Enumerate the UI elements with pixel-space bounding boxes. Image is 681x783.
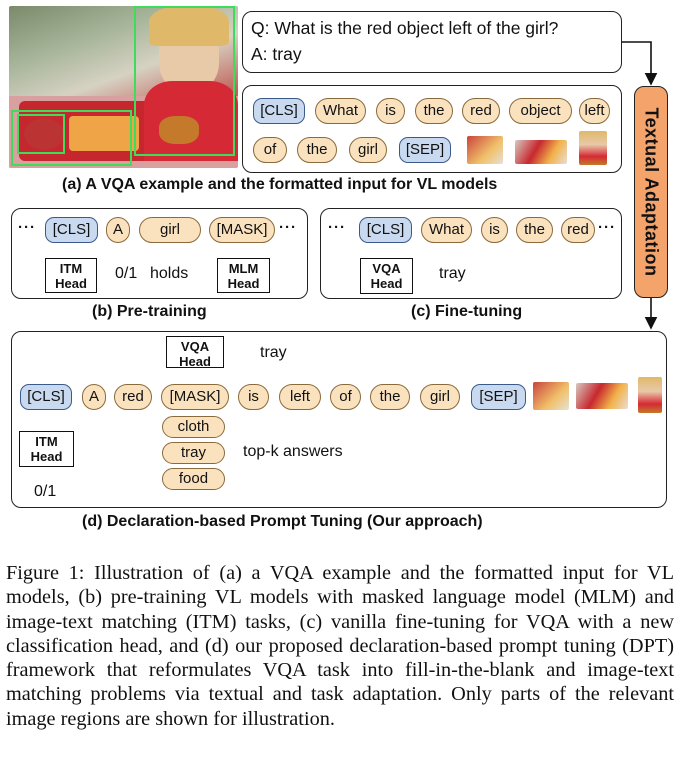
region-thumbnail: [533, 382, 569, 410]
itm-head: ITM Head: [45, 258, 97, 293]
itm-output: 0/1: [115, 265, 138, 282]
token: red: [462, 98, 500, 124]
dpt-box: [11, 331, 667, 508]
itm-output: 0/1: [34, 483, 57, 500]
token: A: [82, 384, 106, 410]
token: [SEP]: [399, 137, 451, 163]
ellipsis-right: ···: [279, 219, 297, 236]
ellipsis-left: ···: [328, 219, 346, 236]
region-thumbnail: [576, 383, 628, 409]
ellipsis-left: ···: [18, 219, 36, 236]
region-thumbnail: [515, 140, 567, 164]
token: girl: [139, 217, 201, 243]
vqa-example-image: [9, 6, 238, 168]
vqa-output: tray: [439, 265, 466, 282]
question-text: Q: What is the red object left of the gi…: [251, 18, 559, 38]
textual-adaptation-block: Textual Adaptation: [634, 86, 668, 298]
token: What: [421, 217, 472, 243]
token: the: [415, 98, 453, 124]
token: the: [370, 384, 410, 410]
caption-c: (c) Fine-tuning: [411, 303, 523, 320]
token: [CLS]: [45, 217, 98, 243]
candidate-token: tray: [162, 442, 225, 464]
vqa-output: tray: [260, 344, 287, 361]
token: is: [238, 384, 269, 410]
token: of: [330, 384, 361, 410]
token: left: [279, 384, 321, 410]
token: red: [561, 217, 595, 243]
token: girl: [420, 384, 460, 410]
token: red: [114, 384, 152, 410]
top-k-label: top-k answers: [243, 443, 343, 460]
vqa-head: VQA Head: [360, 258, 413, 294]
question-answer-box: Q: What is the red object left of the gi…: [242, 11, 622, 73]
caption-a: (a) A VQA example and the formatted inpu…: [62, 176, 498, 193]
mlm-head: MLM Head: [217, 258, 270, 293]
token: is: [481, 217, 508, 243]
caption-d: (d) Declaration-based Prompt Tuning (Our…: [82, 513, 483, 530]
token: What: [315, 98, 366, 124]
token: girl: [349, 137, 387, 163]
token: of: [253, 137, 287, 163]
token: object: [509, 98, 572, 124]
textual-adaptation-label: Textual Adaptation: [641, 107, 662, 277]
token: [CLS]: [253, 98, 305, 124]
token: [CLS]: [20, 384, 72, 410]
vqa-head: VQA Head: [166, 336, 224, 369]
itm-head: ITM Head: [19, 431, 74, 467]
ellipsis-right: ···: [598, 219, 616, 236]
region-thumbnail: [638, 377, 662, 413]
token: [MASK]: [209, 217, 275, 243]
mlm-output: holds: [150, 265, 189, 282]
token: the: [516, 217, 553, 243]
candidate-token: cloth: [162, 416, 225, 438]
token: [MASK]: [161, 384, 229, 410]
token: is: [376, 98, 405, 124]
candidate-token: food: [162, 468, 225, 490]
region-thumbnail: [579, 131, 607, 165]
token: A: [106, 217, 130, 243]
region-thumbnail: [467, 136, 503, 164]
figure-caption: Figure 1: Illustration of (a) a VQA exam…: [6, 562, 674, 730]
caption-b: (b) Pre-training: [92, 303, 207, 320]
token: the: [297, 137, 337, 163]
token: [SEP]: [471, 384, 526, 410]
token: left: [579, 98, 610, 124]
answer-text: A: tray: [251, 44, 302, 64]
token: [CLS]: [359, 217, 412, 243]
